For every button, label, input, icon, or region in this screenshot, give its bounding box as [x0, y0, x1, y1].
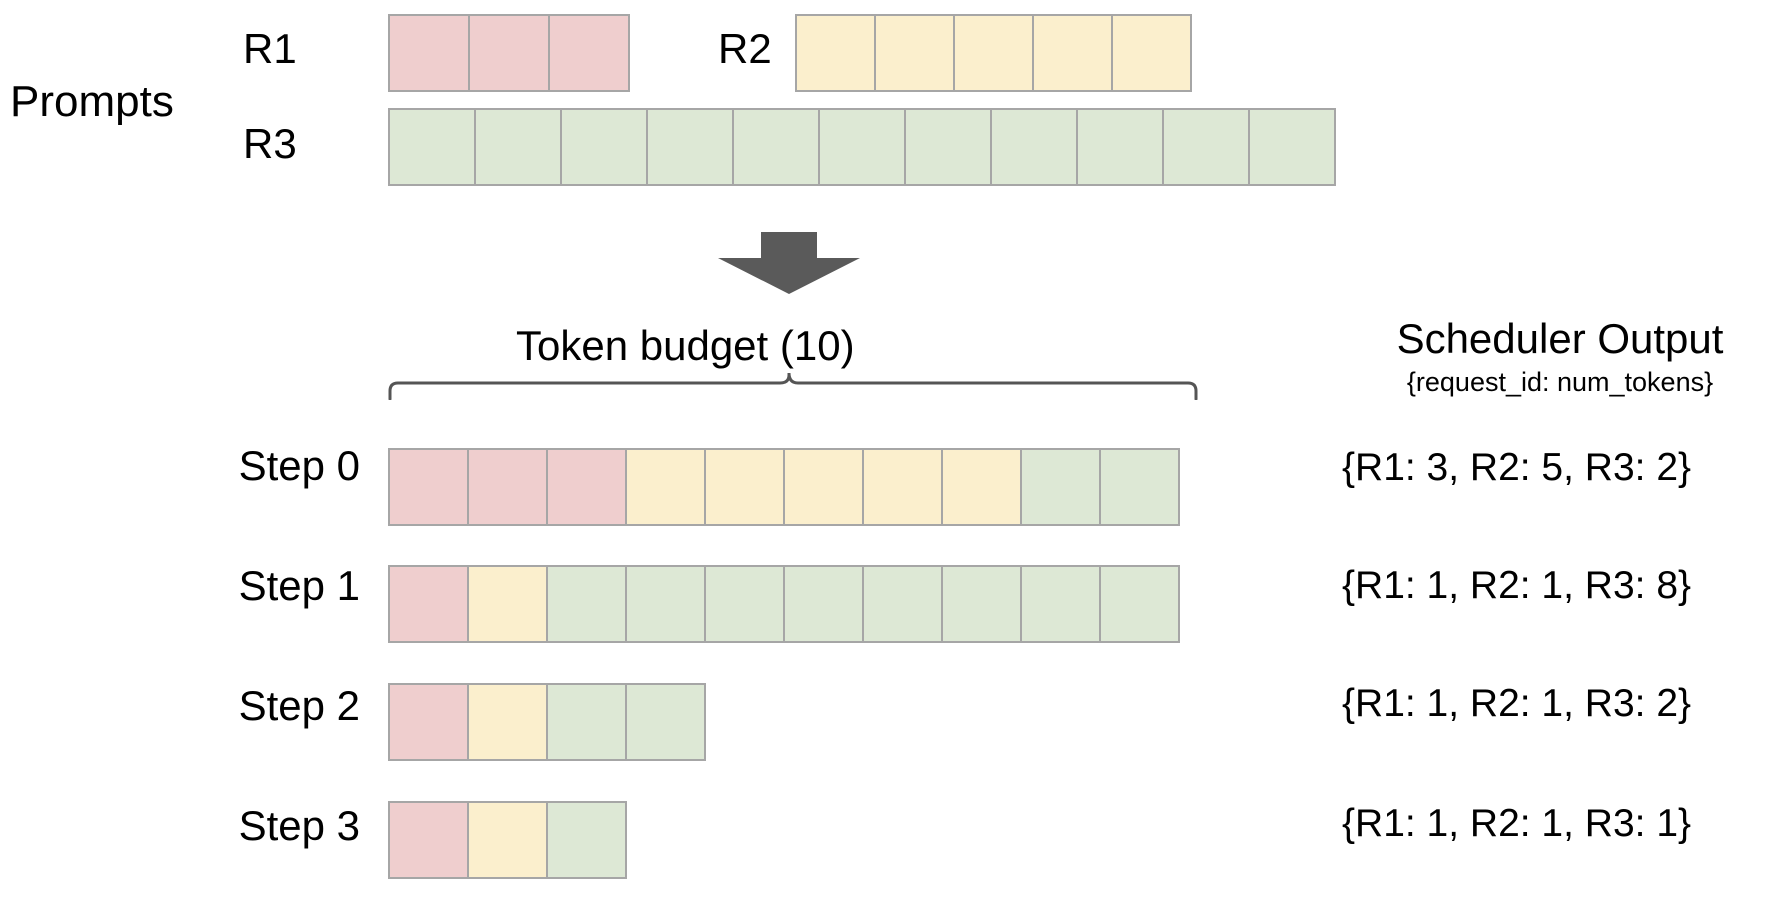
scheduler-output-subtitle: {request_id: num_tokens} [1406, 367, 1714, 397]
token-cell [548, 14, 630, 92]
token-cell [704, 448, 785, 526]
token-budget-brace [388, 372, 1198, 401]
prompt-row-r2 [795, 14, 1192, 92]
token-cell [704, 565, 785, 643]
step-label-2: Step 2 [238, 682, 360, 729]
step-output-0: {R1: 3, R2: 5, R3: 2} [1342, 446, 1692, 489]
token-cell [467, 801, 548, 879]
step-label-0: Step 0 [238, 442, 360, 489]
token-cell [467, 565, 548, 643]
token-cell [388, 448, 469, 526]
token-cell [1162, 108, 1250, 186]
token-cell [941, 448, 1022, 526]
step-output-1: {R1: 1, R2: 1, R3: 8} [1342, 564, 1692, 607]
step-row-2 [388, 683, 706, 761]
step-label-3: Step 3 [238, 802, 360, 849]
token-cell [467, 448, 548, 526]
token-cell [560, 108, 648, 186]
token-cell [467, 683, 548, 761]
request-label-r2: R2 [718, 25, 772, 72]
token-cell [546, 565, 627, 643]
token-cell [546, 683, 627, 761]
scheduler-output-title: Scheduler Output [1396, 315, 1724, 362]
down-arrow-icon [718, 232, 860, 294]
token-cell [732, 108, 820, 186]
token-cell [795, 14, 876, 92]
token-cell [1032, 14, 1113, 92]
prompt-row-r3 [388, 108, 1336, 186]
token-cell [874, 14, 955, 92]
step-output-3: {R1: 1, R2: 1, R3: 1} [1342, 802, 1692, 845]
token-cell [862, 565, 943, 643]
token-budget-label: Token budget (10) [516, 322, 855, 369]
token-cell [474, 108, 562, 186]
step-label-1: Step 1 [238, 562, 360, 609]
token-cell [625, 565, 706, 643]
token-cell [783, 448, 864, 526]
request-label-r1: R1 [243, 25, 297, 72]
token-cell [862, 448, 943, 526]
token-cell [388, 14, 470, 92]
token-cell [388, 683, 469, 761]
token-cell [546, 448, 627, 526]
token-cell [941, 565, 1022, 643]
prompts-label: Prompts [10, 77, 174, 126]
token-cell [1111, 14, 1192, 92]
token-cell [1076, 108, 1164, 186]
token-cell [1020, 565, 1101, 643]
token-cell [1248, 108, 1336, 186]
request-label-r3: R3 [243, 120, 297, 167]
token-cell [1099, 448, 1180, 526]
token-cell [818, 108, 906, 186]
step-row-0 [388, 448, 1180, 526]
token-cell [625, 683, 706, 761]
token-cell [625, 448, 706, 526]
token-cell [783, 565, 864, 643]
step-row-3 [388, 801, 627, 879]
token-cell [388, 108, 476, 186]
token-cell [990, 108, 1078, 186]
token-cell [904, 108, 992, 186]
token-cell [388, 801, 469, 879]
step-row-1 [388, 565, 1180, 643]
step-output-2: {R1: 1, R2: 1, R3: 2} [1342, 682, 1692, 725]
token-cell [468, 14, 550, 92]
down-arrow-shape [718, 232, 860, 294]
token-cell [1099, 565, 1180, 643]
token-cell [388, 565, 469, 643]
token-cell [546, 801, 627, 879]
prompt-row-r1 [388, 14, 630, 92]
token-cell [1020, 448, 1101, 526]
token-cell [953, 14, 1034, 92]
token-cell [646, 108, 734, 186]
